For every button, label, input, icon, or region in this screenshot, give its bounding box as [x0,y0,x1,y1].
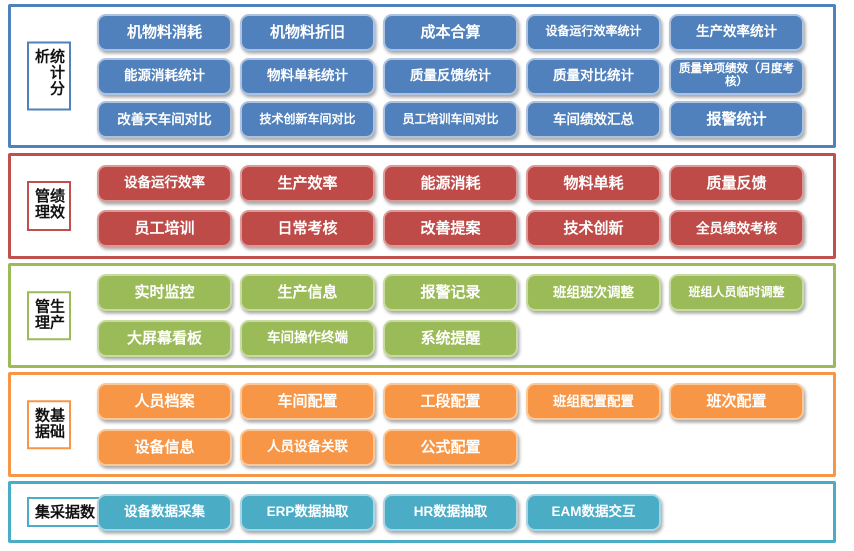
module-button[interactable]: 班次配置 [669,383,804,421]
module-button[interactable]: 报警统计 [669,101,804,139]
module-button[interactable]: 生产效率 [240,164,375,202]
section-base-data: 基础数据 人员档案 车间配置 工段配置 班组配置配置 班次配置 设备信息 人员设… [8,372,836,477]
button-row: 设备运行效率 生产效率 能源消耗 物料单耗 质量反馈 [97,164,825,202]
module-button[interactable]: 质量单项绩效（月度考核） [669,57,804,95]
button-row: 设备信息 人员设备关联 公式配置 [97,428,825,466]
section-label-base-data: 基础数据 [27,399,71,450]
button-row: 员工培训 日常考核 改善提案 技术创新 全员绩效考核 [97,210,825,248]
module-button[interactable]: 人员档案 [97,383,232,421]
module-button[interactable]: 机物料消耗 [97,13,232,51]
module-button[interactable]: 能源消耗 [383,164,518,202]
module-button[interactable]: 生产效率统计 [669,13,804,51]
button-row: 大屏幕看板 车间操作终端 系统提醒 [97,319,825,357]
section-content: 设备数据采集 ERP数据抽取 HR数据抽取 EAM数据交互 [97,484,825,540]
button-row: 能源消耗统计 物料单耗统计 质量反馈统计 质量对比统计 质量单项绩效（月度考核） [97,57,825,95]
module-button[interactable]: 大屏幕看板 [97,319,232,357]
module-button[interactable]: 改善提案 [383,210,518,248]
module-button[interactable]: 物料单耗 [526,164,661,202]
module-button[interactable]: 改善天车间对比 [97,101,232,139]
section-data-acquisition: 数据采集 设备数据采集 ERP数据抽取 HR数据抽取 EAM数据交互 [8,481,836,543]
section-content: 实时监控 生产信息 报警记录 班组班次调整 班组人员临时调整 大屏幕看板 车间操… [97,266,825,365]
section-content: 设备运行效率 生产效率 能源消耗 物料单耗 质量反馈 员工培训 日常考核 改善提… [97,156,825,256]
module-button[interactable]: 实时监控 [97,274,232,312]
module-button[interactable]: 公式配置 [383,428,518,466]
section-performance-mgmt: 绩效管理 设备运行效率 生产效率 能源消耗 物料单耗 质量反馈 员工培训 日常考… [8,153,836,259]
button-row: 机物料消耗 机物料折旧 成本合算 设备运行效率统计 生产效率统计 [97,13,825,51]
module-button[interactable]: EAM数据交互 [526,493,661,531]
module-button[interactable]: 车间绩效汇总 [526,101,661,139]
module-button[interactable]: 报警记录 [383,274,518,312]
section-label-stats-analysis: 统计分析 [27,41,71,111]
module-button[interactable]: 车间配置 [240,383,375,421]
section-stats-analysis: 统计分析 机物料消耗 机物料折旧 成本合算 设备运行效率统计 生产效率统计 能源… [8,4,836,148]
module-button[interactable]: 班组班次调整 [526,274,661,312]
module-button[interactable]: ERP数据抽取 [240,493,375,531]
module-button[interactable]: 质量反馈 [669,164,804,202]
module-button[interactable]: 成本合算 [383,13,518,51]
module-button[interactable]: 设备运行效率统计 [526,13,661,51]
module-button[interactable]: 生产信息 [240,274,375,312]
module-button[interactable]: 班组配置配置 [526,383,661,421]
module-button[interactable]: 班组人员临时调整 [669,274,804,312]
module-button[interactable]: 设备信息 [97,428,232,466]
module-button[interactable]: 技术创新车间对比 [240,101,375,139]
module-button[interactable]: 全员绩效考核 [669,210,804,248]
module-button[interactable]: 物料单耗统计 [240,57,375,95]
section-label-performance-mgmt: 绩效管理 [27,181,71,231]
button-row: 设备数据采集 ERP数据抽取 HR数据抽取 EAM数据交互 [97,493,825,531]
module-button[interactable]: 机物料折旧 [240,13,375,51]
module-button[interactable]: 质量反馈统计 [383,57,518,95]
module-button[interactable]: 系统提醒 [383,319,518,357]
module-button[interactable]: 日常考核 [240,210,375,248]
module-button[interactable]: 能源消耗统计 [97,57,232,95]
section-production-mgmt: 生产管理 实时监控 生产信息 报警记录 班组班次调整 班组人员临时调整 大屏幕看… [8,263,836,368]
module-button[interactable]: 人员设备关联 [240,428,375,466]
button-row: 改善天车间对比 技术创新车间对比 员工培训车间对比 车间绩效汇总 报警统计 [97,101,825,139]
module-button[interactable]: 车间操作终端 [240,319,375,357]
section-label-data-acquisition: 数据采集 [27,497,101,527]
section-label-production-mgmt: 生产管理 [27,290,71,341]
module-button[interactable]: 质量对比统计 [526,57,661,95]
module-button[interactable]: 工段配置 [383,383,518,421]
module-button[interactable]: 员工培训 [97,210,232,248]
module-button[interactable]: 设备运行效率 [97,164,232,202]
module-button[interactable]: 员工培训车间对比 [383,101,518,139]
button-row: 实时监控 生产信息 报警记录 班组班次调整 班组人员临时调整 [97,274,825,312]
section-content: 人员档案 车间配置 工段配置 班组配置配置 班次配置 设备信息 人员设备关联 公… [97,375,825,474]
module-button[interactable]: 技术创新 [526,210,661,248]
section-content: 机物料消耗 机物料折旧 成本合算 设备运行效率统计 生产效率统计 能源消耗统计 … [97,7,825,145]
module-button[interactable]: HR数据抽取 [383,493,518,531]
module-button[interactable]: 设备数据采集 [97,493,232,531]
button-row: 人员档案 车间配置 工段配置 班组配置配置 班次配置 [97,383,825,421]
